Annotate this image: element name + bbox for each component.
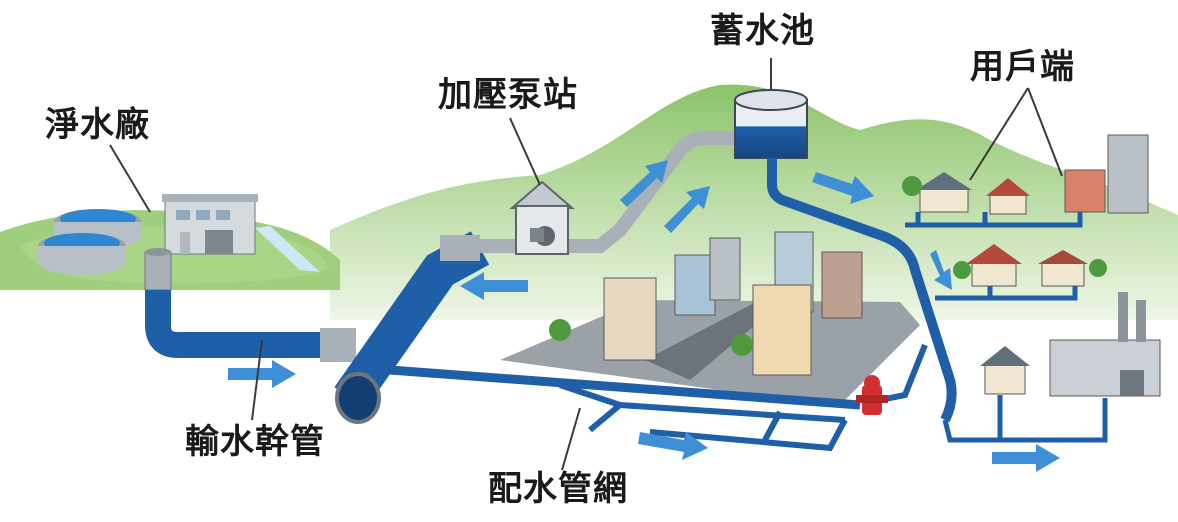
flow-arrow xyxy=(664,186,710,233)
treatment-plant xyxy=(38,194,320,291)
house-1 xyxy=(916,172,972,213)
leader-network xyxy=(561,407,581,471)
label-trunk-main: 輸水幹管 xyxy=(185,422,325,462)
flow-arrow xyxy=(992,444,1060,472)
house-5 xyxy=(980,346,1030,395)
city-block xyxy=(500,231,920,400)
tree xyxy=(1089,259,1107,277)
plant-outlet-column xyxy=(144,251,172,291)
distribution-network xyxy=(389,343,928,452)
leader-trunk xyxy=(251,339,263,421)
leader-lines xyxy=(109,58,1063,471)
tree xyxy=(731,334,753,356)
flow-arrows xyxy=(228,160,1060,472)
consumer-buildings xyxy=(902,134,1161,397)
trunk-main-pipe xyxy=(145,231,490,424)
flow-arrow xyxy=(812,172,874,204)
tree xyxy=(953,261,971,279)
tower-2 xyxy=(709,237,741,301)
back-hill xyxy=(330,84,1178,320)
flow-arrow xyxy=(460,272,528,300)
fire-hydrant xyxy=(856,375,888,415)
consumer-pipes xyxy=(905,210,1108,443)
corner-building xyxy=(752,284,812,376)
canal xyxy=(255,226,320,272)
leader-plant xyxy=(109,144,151,213)
tree xyxy=(549,319,571,341)
leader-pump xyxy=(509,117,541,186)
house-4 xyxy=(1038,250,1088,287)
leader-consumers-a xyxy=(969,87,1029,181)
pump-station xyxy=(480,131,740,255)
pipe-opening xyxy=(335,372,381,424)
tower-1 xyxy=(674,254,716,316)
flow-arrow xyxy=(228,360,296,388)
office-building xyxy=(603,277,657,361)
house-2 xyxy=(986,178,1030,215)
flow-arrow xyxy=(620,160,668,207)
flow-arrow xyxy=(638,432,708,460)
label-pump-station: 加壓泵站 xyxy=(438,75,578,115)
tower-4 xyxy=(821,251,863,319)
shop-building xyxy=(1064,169,1106,213)
factory xyxy=(1049,292,1161,397)
apartment-tower xyxy=(1107,134,1149,214)
label-consumers: 用戶端 xyxy=(970,47,1075,87)
label-treatment-plant: 淨水廠 xyxy=(45,105,150,145)
label-reservoir: 蓄水池 xyxy=(710,11,815,51)
house-3 xyxy=(966,244,1022,287)
flow-arrow xyxy=(930,250,952,290)
reservoir-tank xyxy=(734,89,957,423)
label-distribution-network: 配水管網 xyxy=(488,469,628,509)
leader-consumers-b xyxy=(1027,87,1063,177)
tree xyxy=(902,176,922,196)
